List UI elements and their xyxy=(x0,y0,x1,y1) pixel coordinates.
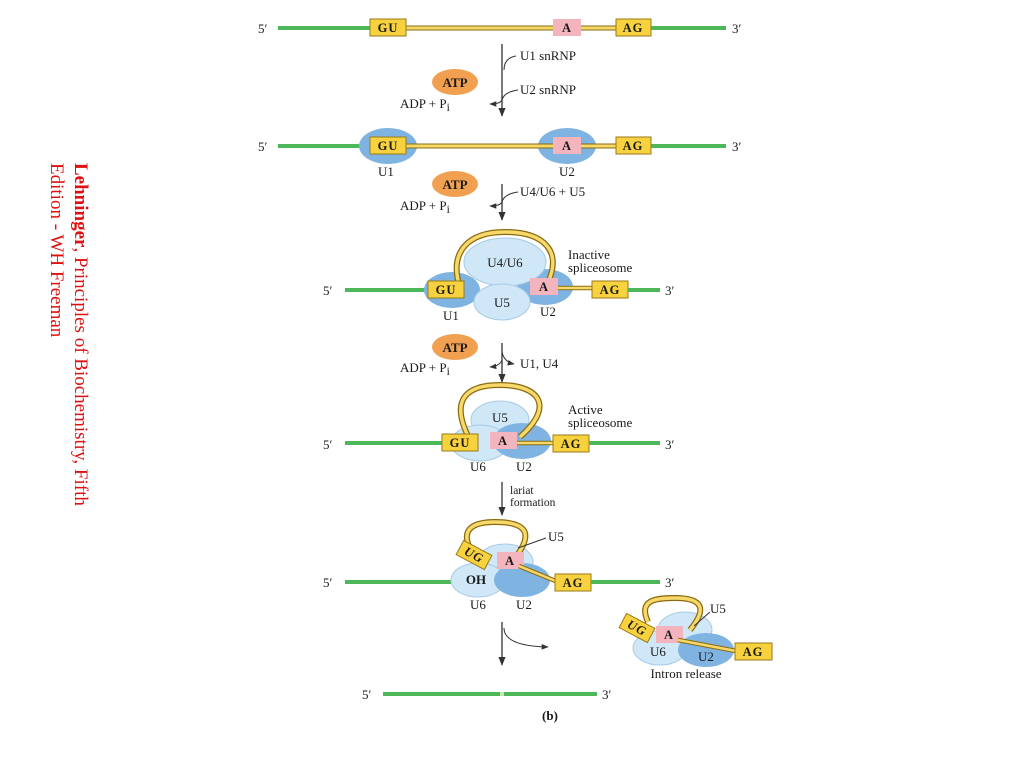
ag-label: AG xyxy=(623,21,644,35)
svg-text:A: A xyxy=(539,280,549,294)
step-arrow-3: ATP ADP + Pi U1, U4 xyxy=(400,334,559,383)
atp-badge xyxy=(432,69,478,95)
three-prime-label: 3′ xyxy=(732,21,742,36)
u4u6-label: U4/U6 xyxy=(487,255,523,270)
u5-label: U5 xyxy=(492,410,508,425)
step-arrow-5 xyxy=(498,622,549,666)
u6-label: U6 xyxy=(470,459,486,474)
inactive-label-2: spliceosome xyxy=(568,260,632,275)
lariat-row: 5′ UG A AG 3′ OH U5 U6 U2 xyxy=(323,518,675,612)
active-spliceosome-row: 5′ GU A AG 3′ U5 U6 U2 Active spliceosom… xyxy=(323,381,675,474)
step-label-u1-u4: U1, U4 xyxy=(520,356,559,371)
u5-snrnp xyxy=(473,283,531,321)
u5-label: U5 xyxy=(548,529,564,544)
inactive-spliceosome-row: 5′ GU A AG 3′ U4/U6 U5 U1 U2 Inactive sp… xyxy=(323,228,675,323)
pre-mrna-row: 5′ GU A AG 3′ xyxy=(258,18,742,37)
svg-text:5′: 5′ xyxy=(323,283,333,298)
svg-text:5′: 5′ xyxy=(362,687,372,702)
svg-text:A: A xyxy=(505,554,515,568)
ag-site-box xyxy=(615,18,652,37)
step-arrow-4: lariat formation xyxy=(498,482,556,516)
svg-text:AG: AG xyxy=(600,283,621,297)
svg-text:3′: 3′ xyxy=(665,575,675,590)
intron-loop xyxy=(454,230,555,289)
svg-text:5′: 5′ xyxy=(323,437,333,452)
five-prime-label: 5′ xyxy=(258,21,268,36)
gu-label: GU xyxy=(378,21,399,35)
citation: Lehninger, Principles of Biochemistry, F… xyxy=(44,163,92,506)
svg-text:AG: AG xyxy=(743,645,764,659)
svg-text:3′: 3′ xyxy=(665,283,675,298)
intron-release-group: UG A AG U5 U6 U2 Intron release xyxy=(618,594,773,681)
svg-text:A: A xyxy=(498,434,508,448)
u1-label: U1 xyxy=(443,308,459,323)
u6-label: U6 xyxy=(650,644,666,659)
u2-label: U2 xyxy=(516,459,532,474)
u1-label: U1 xyxy=(378,164,394,179)
step-label-u2-snrnp: U2 snRNP xyxy=(520,82,576,97)
panel-label: (b) xyxy=(542,708,558,723)
svg-text:ATP: ATP xyxy=(442,340,467,355)
u2-label: U2 xyxy=(559,164,575,179)
citation-edition: Edition - WH Freeman xyxy=(46,163,67,338)
intron xyxy=(406,26,616,30)
u2-label: U2 xyxy=(698,649,714,664)
u2-label: U2 xyxy=(540,304,556,319)
svg-text:AG: AG xyxy=(561,437,582,451)
svg-text:AG: AG xyxy=(563,576,584,590)
step-label-u1-snrnp: U1 snRNP xyxy=(520,48,576,63)
active-label-2: spliceosome xyxy=(568,415,632,430)
step-arrow-2: ATP ADP + Pi U4/U6 + U5 xyxy=(400,171,585,221)
svg-text:3′: 3′ xyxy=(665,437,675,452)
svg-text:GU: GU xyxy=(436,283,457,297)
oh-label: OH xyxy=(466,572,486,587)
svg-text:5′: 5′ xyxy=(258,139,268,154)
lariat-label-2: formation xyxy=(510,497,556,509)
intron-release-label: Intron release xyxy=(650,666,721,681)
svg-text:ATP: ATP xyxy=(442,177,467,192)
step-arrow-1: U1 snRNP ATP ADP + Pi U2 snRNP xyxy=(400,44,576,117)
svg-text:ADP + Pi: ADP + Pi xyxy=(400,360,450,378)
citation-author: Lehninger xyxy=(70,163,91,248)
u1-u2-bound-row: 5′ GU A AG 3′ U1 U2 xyxy=(258,128,742,179)
citation-title: , Principles of Biochemistry, Fifth xyxy=(70,247,91,506)
adp-label: ADP + Pi xyxy=(400,96,450,114)
intron-loop xyxy=(459,383,542,441)
svg-text:GU: GU xyxy=(450,436,471,450)
atp-label: ATP xyxy=(442,75,467,90)
svg-text:3′: 3′ xyxy=(602,687,612,702)
lariat-loop xyxy=(465,520,528,560)
step-label-u4u6-u5: U4/U6 + U5 xyxy=(520,184,585,199)
svg-text:AG: AG xyxy=(623,139,644,153)
active-label-1: Active xyxy=(568,402,603,417)
gu-site-box xyxy=(369,18,407,37)
svg-text:A: A xyxy=(664,628,674,642)
a-label: A xyxy=(562,21,572,35)
u5-label: U5 xyxy=(494,295,510,310)
branch-a-box xyxy=(553,19,581,36)
svg-text:GU: GU xyxy=(378,139,399,153)
u6-label: U6 xyxy=(470,597,486,612)
svg-text:5′: 5′ xyxy=(323,575,333,590)
lariat-label-1: lariat xyxy=(510,485,534,497)
released-lariat-loop xyxy=(643,596,702,632)
svg-text:3′: 3′ xyxy=(732,139,742,154)
spliced-mrna-row: 5′ 3′ (b) xyxy=(362,687,612,723)
inactive-label-1: Inactive xyxy=(568,247,610,262)
svg-text:ADP + Pi: ADP + Pi xyxy=(400,198,450,216)
svg-text:A: A xyxy=(562,139,572,153)
u2-label: U2 xyxy=(516,597,532,612)
u5-label: U5 xyxy=(710,601,726,616)
